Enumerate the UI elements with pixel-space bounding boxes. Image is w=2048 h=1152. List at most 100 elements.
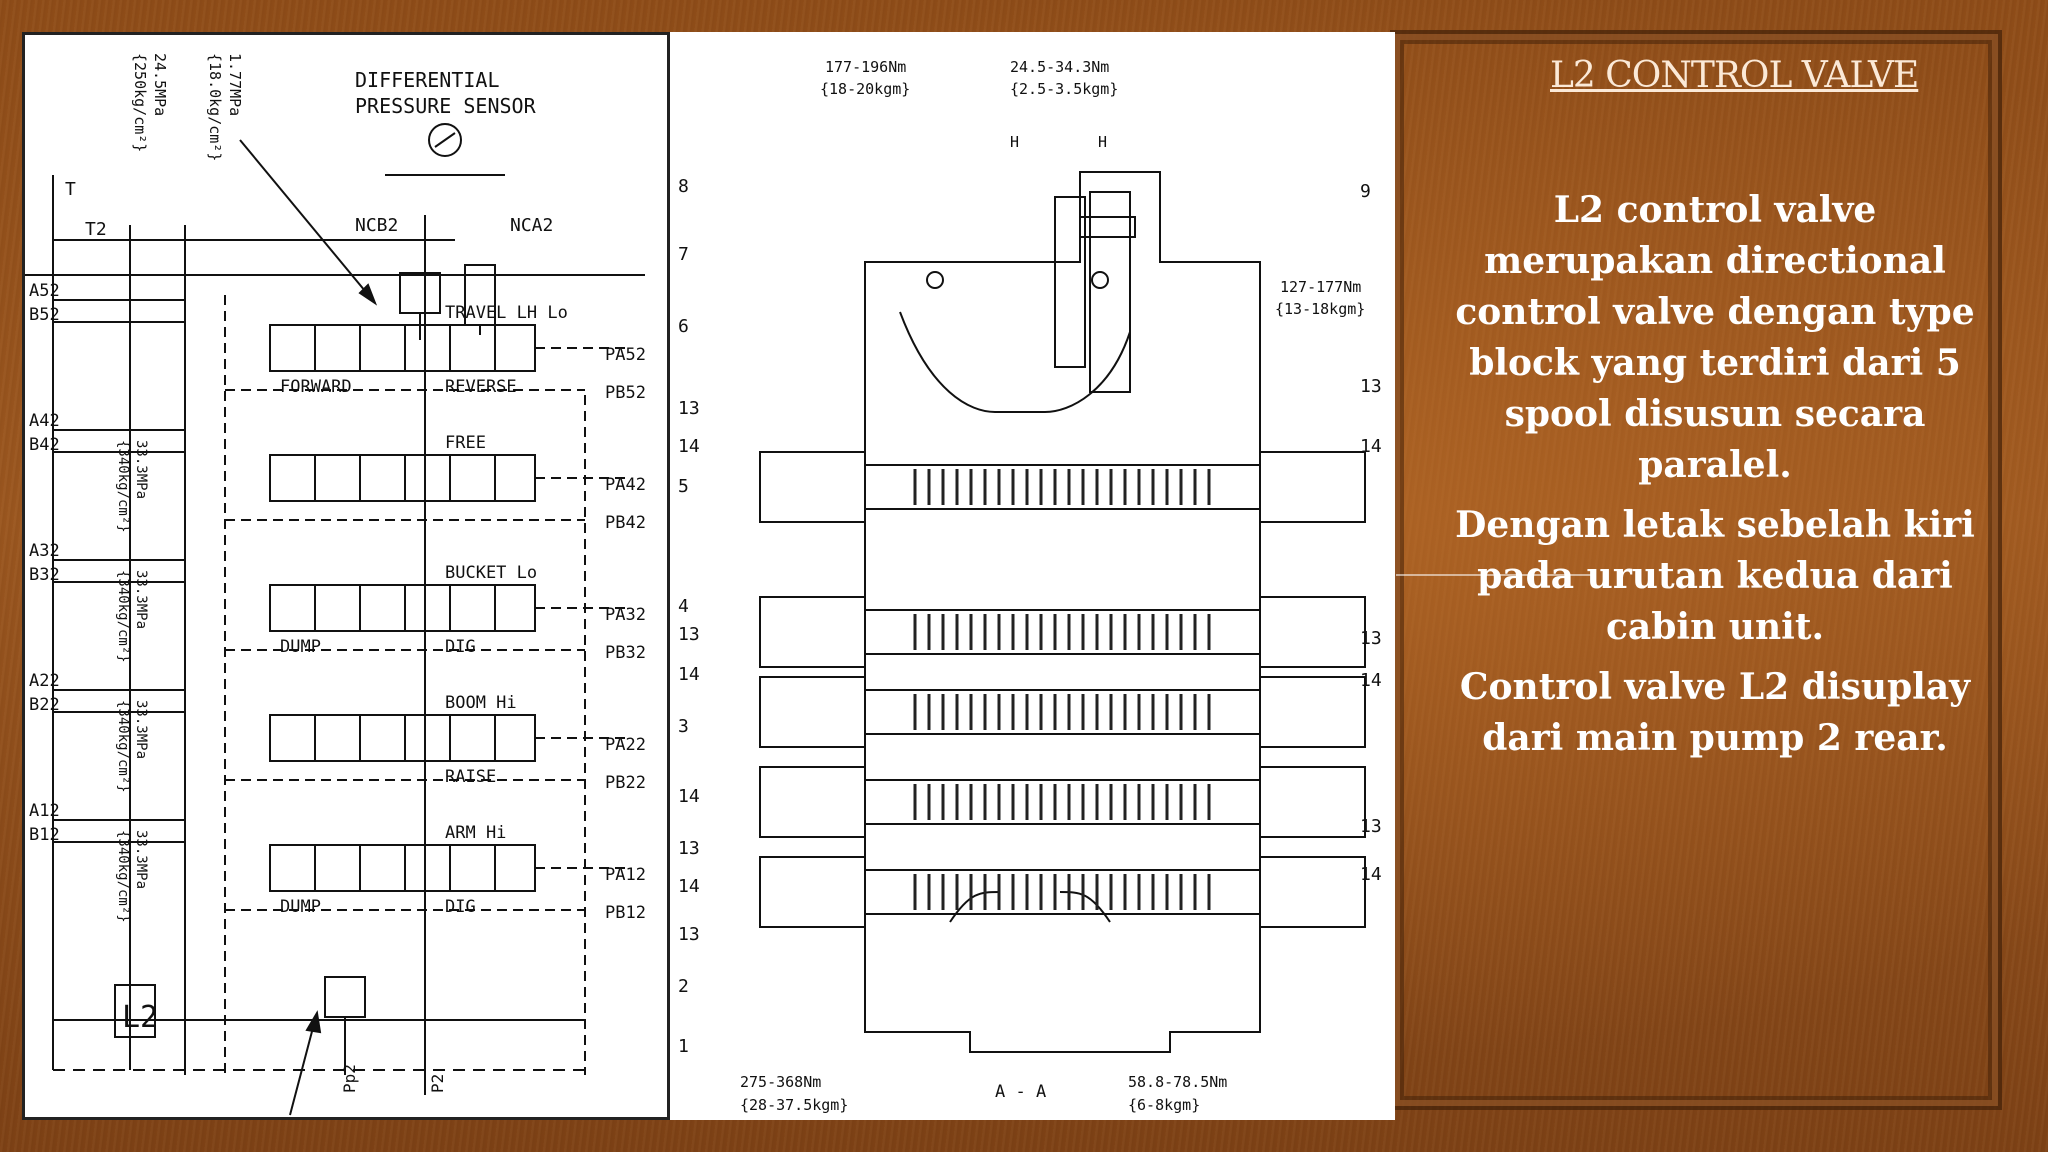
pilot-a-label: PA52 [605,345,646,365]
pilot-a-label: PA32 [605,605,646,625]
pilot-b-label: PB42 [605,513,646,533]
function-label: FREE [445,433,486,453]
spool-row [759,766,1366,838]
pp2-label: Pp2 [340,1064,359,1093]
torque-bottom-right: 58.8-78.5Nm [1128,1073,1227,1091]
callout-left: 13 [678,624,700,645]
callout-left: 13 [678,838,700,859]
port-a-label: A42 [29,411,60,431]
right-cap [1259,451,1366,523]
port-b-label: B22 [29,695,60,715]
callout-left: 3 [678,716,689,737]
pilot-b-label: PB52 [605,383,646,403]
spool-bore [864,869,1261,915]
port-b-label: B42 [29,435,60,455]
body-paragraph-3: Control valve L2 disuplay dari main pump… [1459,666,1971,759]
torque-top-right-kg: {2.5-3.5kgm} [1010,80,1118,98]
torque-top-left-kg: {18-20kgm} [820,80,910,98]
right-cap [1259,856,1366,928]
relief-pressure-label: 33.3MPa [133,830,149,889]
callout-left: 6 [678,316,689,337]
callout-right: 13 [1360,816,1382,837]
callout-right: 14 [1360,436,1382,457]
ncb2-label: NCB2 [355,215,398,236]
spool-row [759,676,1366,748]
spool-rows [759,451,1366,928]
spool-bore [864,779,1261,825]
callout-left: 1 [678,1036,689,1057]
t-label: T [65,179,76,200]
l2-box [114,984,156,1038]
pilot-a-label: PA12 [605,865,646,885]
h-label-1: H [1010,133,1019,151]
spool-bore [864,464,1261,510]
function-label: ARM Hi [445,823,506,843]
torque-bottom-left-kg: {28-37.5kgm} [740,1096,848,1114]
torque-top-right: 24.5-34.3Nm [1010,58,1109,76]
pressure-1-label: 24.5MPa [151,53,169,116]
right-action-label: RAISE [445,767,496,787]
right-action-label: DIG [445,637,476,657]
t2-label: T2 [85,219,107,240]
pressure-2-kg-label: {18.0kg/cm²} [206,53,224,161]
port-a-label: A12 [29,801,60,821]
torque-mid-right: 127-177Nm [1280,278,1361,296]
callout-left: 2 [678,976,689,997]
right-action-label: DIG [445,897,476,917]
port-a-label: A32 [29,541,60,561]
relief-pressure-label: 33.3MPa [133,440,149,499]
pressure-2-label: 1.77MPa [226,53,244,116]
body-paragraph-2: Dengan letak sebelah kiri pada urutan ke… [1455,504,1975,648]
relief-pressure-kg-label: {340kg/cm²} [115,440,131,533]
p2-label: P2 [428,1074,447,1093]
relief-pressure-kg-label: {340kg/cm²} [115,830,131,923]
callout-left: 13 [678,924,700,945]
callout-left: 14 [678,786,700,807]
left-action-label: DUMP [280,897,321,917]
right-action-label: REVERSE [445,377,517,397]
relief-pressure-label: 33.3MPa [133,700,149,759]
spool-bore [864,689,1261,735]
pilot-a-label: PA42 [605,475,646,495]
torque-bottom-left: 275-368Nm [740,1073,821,1091]
sensor-label-2: PRESSURE SENSOR [355,94,537,118]
callout-left: 14 [678,876,700,897]
port-a-label: A22 [29,671,60,691]
pressure-1-kg-label: {250kg/cm²} [131,53,149,152]
port-b-label: B32 [29,565,60,585]
port-b-label: B52 [29,305,60,325]
l2-box-label: L2 [122,1000,158,1035]
callout-right: 9 [1360,181,1371,202]
body-paragraph-1: L2 control valve merupakan directional c… [1455,189,1975,486]
spool-bore [864,609,1261,655]
callout-left: 5 [678,476,689,497]
torque-bottom-right-kg: {6-8kgm} [1128,1096,1200,1114]
pilot-b-label: PB32 [605,643,646,663]
port-a-label: A52 [29,281,60,301]
right-cap [1259,596,1366,668]
left-cap [759,856,866,928]
valve-section-drawing: 177-196Nm {18-20kgm} 24.5-34.3Nm {2.5-3.… [678,58,1382,1114]
left-cap [759,676,866,748]
spool-row [759,856,1366,928]
relief-pressure-label: 33.3MPa [133,570,149,629]
pilot-b-label: PB12 [605,903,646,923]
slide-body: L2 control valve merupakan directional c… [1450,185,1980,773]
port-b-label: B12 [29,825,60,845]
section-label: A - A [995,1082,1046,1102]
valve-section-image: 177-196Nm {18-20kgm} 24.5-34.3Nm {2.5-3.… [670,32,1395,1120]
slide-title: L2 CONTROL VALVE [1550,55,1919,96]
torque-top-left: 177-196Nm [825,58,906,76]
left-cap [759,766,866,838]
h-label-2: H [1098,133,1107,151]
function-label: TRAVEL LH Lo [445,303,568,323]
